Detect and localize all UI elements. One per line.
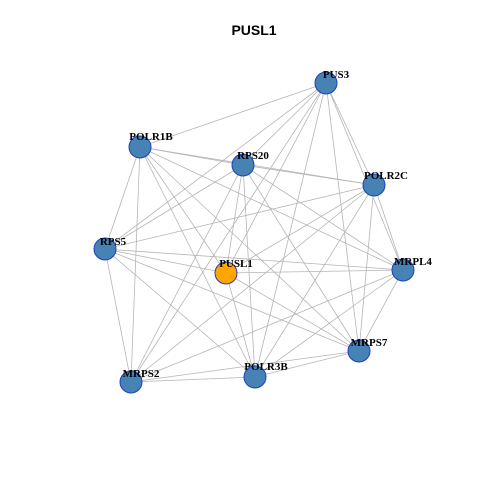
- node-label-rps20: RPS20: [237, 150, 269, 162]
- node-polr1b: [128, 135, 152, 159]
- edge-polr2c-mrpl4: [373, 184, 404, 271]
- node-rps20: [231, 153, 255, 177]
- node-label-pusl1: PUSL1: [219, 258, 253, 270]
- edge-polr1b-mrps7: [139, 146, 360, 352]
- edge-mrps2-polr3b: [130, 376, 256, 383]
- edge-pus3-mrpl4: [325, 82, 404, 271]
- node-label-polr1b: POLR1B: [129, 131, 173, 143]
- node-label-polr2c: POLR2C: [364, 170, 408, 182]
- edge-rps20-mrpl4: [242, 164, 404, 271]
- edge-rps5-polr3b: [104, 248, 256, 378]
- edge-pus3-rps5: [104, 82, 327, 250]
- edge-pusl1-mrps7: [225, 272, 360, 352]
- edge-rps20-mrps2: [130, 164, 244, 383]
- edge-mrps7-polr3b: [254, 350, 360, 378]
- edge-polr2c-polr3b: [254, 184, 375, 378]
- edge-rps20-rps5: [104, 164, 244, 250]
- edge-pus3-pusl1: [225, 82, 327, 274]
- edge-pus3-polr1b: [139, 82, 327, 148]
- node-rps5: [93, 237, 117, 261]
- edge-pus3-polr2c: [325, 82, 375, 186]
- node-mrps2: [119, 370, 143, 394]
- edge-polr1b-mrps2: [130, 146, 141, 383]
- node-pus3: [314, 71, 338, 95]
- edge-rps5-mrps7: [104, 248, 360, 352]
- edge-rps5-mrps2: [104, 248, 132, 383]
- edge-mrps7-mrps2: [130, 350, 360, 383]
- edge-pus3-mrps7: [325, 82, 360, 352]
- node-label-rps5: RPS5: [100, 236, 127, 248]
- edge-pusl1-polr3b: [225, 272, 256, 378]
- graph-title: PUSL1: [231, 22, 276, 38]
- edge-pusl1-mrpl4: [225, 269, 404, 274]
- edge-polr1b-mrpl4: [139, 146, 404, 271]
- edge-rps20-mrps7: [242, 164, 360, 352]
- edge-polr2c-rps5: [104, 184, 375, 250]
- nodes-layer: [93, 71, 415, 394]
- edge-polr1b-pusl1: [139, 146, 227, 274]
- edge-mrpl4-mrps2: [130, 269, 404, 383]
- edge-polr2c-pusl1: [225, 184, 375, 274]
- edge-pus3-polr3b: [254, 82, 327, 378]
- edge-mrpl4-polr3b: [254, 269, 404, 378]
- edge-pus3-mrps2: [130, 82, 327, 383]
- node-label-mrps7: MRPS7: [351, 337, 388, 349]
- node-label-mrpl4: MRPL4: [394, 256, 432, 268]
- node-pusl1: [214, 261, 238, 285]
- edge-rps5-mrpl4: [104, 248, 404, 271]
- edge-pus3-rps20: [242, 82, 327, 166]
- edge-rps20-polr3b: [242, 164, 256, 378]
- edge-polr2c-mrps7: [358, 184, 375, 352]
- node-label-pus3: PUS3: [323, 69, 350, 81]
- node-label-polr3b: POLR3B: [244, 361, 288, 373]
- edges-layer: [104, 82, 404, 383]
- edge-rps20-pusl1: [225, 164, 244, 274]
- node-polr2c: [362, 173, 386, 197]
- edge-rps20-polr2c: [242, 164, 375, 186]
- edge-polr1b-rps5: [104, 146, 141, 250]
- node-polr3b: [243, 365, 267, 389]
- edge-rps5-pusl1: [104, 248, 227, 274]
- node-label-mrps2: MRPS2: [123, 368, 160, 380]
- node-mrpl4: [391, 258, 415, 282]
- node-mrps7: [347, 339, 371, 363]
- edge-polr2c-mrps2: [130, 184, 375, 383]
- edge-mrpl4-mrps7: [358, 269, 404, 352]
